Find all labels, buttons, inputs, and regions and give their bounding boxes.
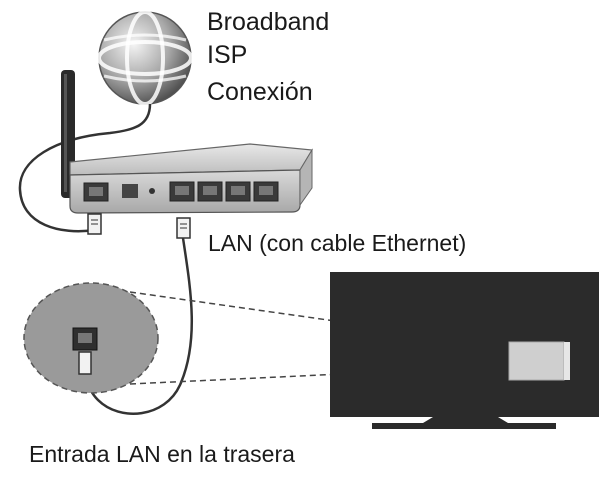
ethernet-port-icon <box>72 327 98 351</box>
isp-label-broadband: Broadband <box>207 8 330 36</box>
rear-panel-zoom <box>23 282 159 394</box>
rear-lan-input-label: Entrada LAN en la trasera <box>29 441 295 467</box>
router-icon <box>69 143 314 214</box>
tv-icon <box>330 272 599 429</box>
ethernet-plug-icon <box>78 351 92 375</box>
isp-label-connection: Conexión <box>207 78 313 106</box>
tv-port-panel <box>508 341 565 381</box>
globe-icon <box>97 10 193 106</box>
zoom-line-bottom <box>129 365 513 385</box>
ethernet-plug-icon <box>87 213 102 235</box>
power-jack <box>122 184 138 198</box>
wan-cable <box>18 103 152 233</box>
router-lan-ports <box>169 181 279 202</box>
ethernet-plug-icon <box>176 217 191 239</box>
lan-cable-label: LAN (con cable Ethernet) <box>208 230 467 256</box>
reset-button <box>149 188 155 194</box>
isp-label-isp: ISP <box>207 41 248 69</box>
ethernet-port-icon <box>83 182 109 202</box>
